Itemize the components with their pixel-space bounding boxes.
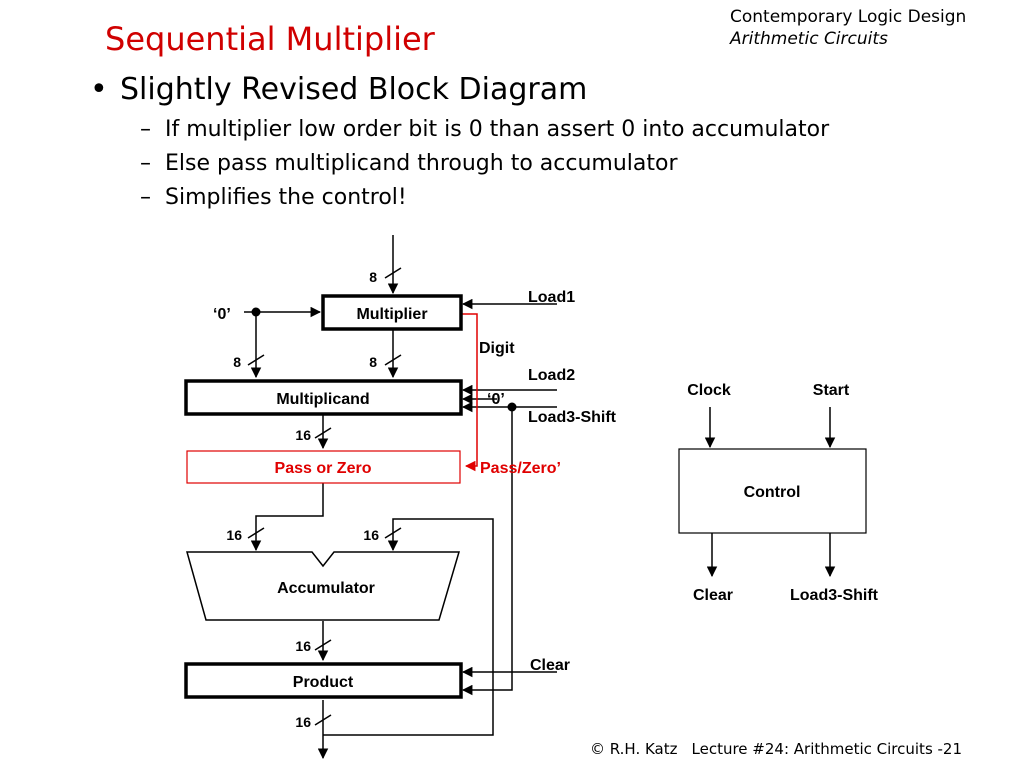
- footer: © R.H. Katz Lecture #24: Arithmetic Circu…: [590, 740, 962, 758]
- course-header: Contemporary Logic Design Arithmetic Cir…: [730, 6, 966, 50]
- bus-width-tick: [384, 267, 402, 279]
- course-name: Contemporary Logic Design: [730, 7, 967, 27]
- accumulator-block: [186, 551, 461, 621]
- sub-dash: –: [140, 151, 151, 176]
- product-label: Product: [293, 674, 354, 691]
- multiplier-block: [321, 294, 463, 331]
- junction-dot: [251, 307, 261, 317]
- slide-title: Sequential Multiplier: [105, 20, 435, 58]
- main-bullet: • Slightly Revised Block Diagram: [90, 72, 587, 107]
- load2-label: Load2: [528, 367, 575, 384]
- bus-width-label: 16: [295, 638, 311, 654]
- lecture-info: Lecture #24: Arithmetic Circuits -21: [691, 740, 963, 758]
- product-feedback-bus: [323, 518, 494, 736]
- bus-width-label: 16: [363, 527, 379, 543]
- bus-width-label: 8: [233, 354, 241, 370]
- bus-width-label: 8: [369, 354, 377, 370]
- multiplier-label: Multiplier: [356, 306, 427, 323]
- pass-zero-signal-label: Pass/Zero’: [480, 460, 561, 477]
- multiplicand-block: [184, 379, 463, 416]
- sub-dash: –: [140, 185, 151, 210]
- pass-or-zero-block: [186, 450, 461, 484]
- start-label: Start: [813, 382, 850, 399]
- sub-dash: –: [140, 117, 151, 142]
- bus-width-tick: [314, 639, 332, 651]
- sub-bullet: –If multiplier low order bit is 0 than a…: [140, 117, 829, 142]
- sub-bullet: –Else pass multiplicand through to accum…: [140, 151, 678, 176]
- bus-width-tick: [247, 354, 265, 366]
- clear-label: Clear: [530, 657, 570, 674]
- multiplicand-label: Multiplicand: [276, 391, 369, 408]
- clock-label: Clock: [687, 382, 731, 399]
- accumulator-left-input-bus: [250, 483, 324, 552]
- main-bullet-text: Slightly Revised Block Diagram: [120, 72, 588, 107]
- sub-bullet: –Simplifies the control!: [140, 185, 407, 210]
- bus-width-tick: [384, 527, 402, 539]
- sub-bullet-text: Simplifies the control!: [165, 185, 407, 210]
- load3-shift-to-product-wire: [461, 407, 513, 696]
- control-block: [678, 448, 867, 534]
- load3-shift-label: Load3-Shift: [528, 409, 617, 426]
- control-load3-shift-label: Load3-Shift: [790, 587, 879, 604]
- copyright: © R.H. Katz: [590, 740, 678, 758]
- control-label: Control: [744, 484, 801, 501]
- digit-to-pass-zero-wire: [462, 313, 478, 472]
- course-topic: Arithmetic Circuits: [730, 29, 888, 49]
- bus-width-label: 8: [369, 269, 377, 285]
- sub-bullet-text: Else pass multiplicand through to accumu…: [165, 151, 678, 176]
- bus-width-tick: [314, 714, 332, 726]
- bus-width-tick: [314, 427, 332, 439]
- bullet-dot: •: [90, 72, 108, 107]
- bus-width-label: 16: [295, 714, 311, 730]
- zero-constant-label: ‘0’: [487, 391, 505, 408]
- sub-bullet-text: If multiplier low order bit is 0 than as…: [165, 117, 830, 142]
- zero-constant-label: ‘0’: [213, 306, 231, 323]
- bus-width-tick: [247, 527, 265, 539]
- bus-width-label: 16: [226, 527, 242, 543]
- bus-width-tick: [384, 354, 402, 366]
- load1-label: Load1: [528, 289, 575, 306]
- accumulator-label: Accumulator: [277, 580, 375, 597]
- bus-width-label: 16: [295, 427, 311, 443]
- pass-or-zero-label: Pass or Zero: [275, 460, 372, 477]
- product-block: [184, 662, 463, 699]
- control-clear-label: Clear: [693, 587, 733, 604]
- junction-dot: [507, 402, 517, 412]
- digit-label: Digit: [479, 340, 515, 357]
